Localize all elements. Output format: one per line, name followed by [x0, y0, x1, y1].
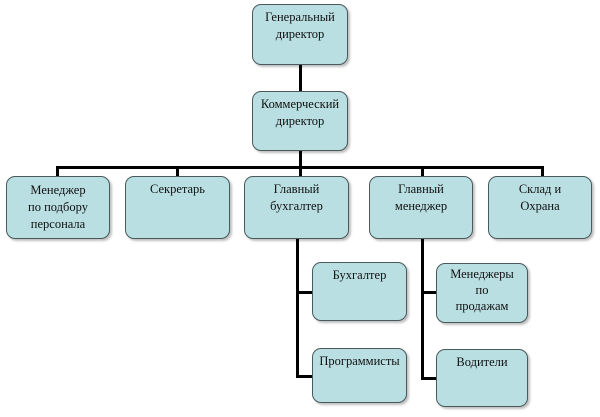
connector-commercial-down [299, 150, 302, 168]
node-warehouse-security-label: Склад и Охрана [518, 182, 562, 213]
node-chief-accountant: Главный бухгалтер [244, 176, 349, 239]
connector-to-accountant [296, 291, 313, 294]
connector-to-secretary [176, 166, 179, 177]
node-ceo-label: Генеральный директор [265, 10, 335, 41]
node-ceo: Генеральный директор [252, 4, 348, 65]
connector-manager-branch [421, 238, 424, 380]
connector-to-warehouse [541, 166, 544, 177]
node-chief-manager: Главный менеджер [369, 176, 473, 239]
node-drivers-label: Водители [456, 355, 508, 369]
connector-to-chief-manager [421, 166, 424, 177]
node-secretary: Секретарь [125, 176, 230, 239]
node-commercial-director-label: Коммерческий директор [260, 97, 340, 128]
connector-to-hr-manager [56, 166, 59, 177]
node-accountant-label: Бухгалтер [332, 268, 387, 282]
node-sales-managers-label: Менеджеры по продажам [450, 267, 514, 313]
node-warehouse-security: Склад и Охрана [488, 176, 592, 239]
node-hr-manager-label: Менеджер по подбору персонала [28, 183, 88, 231]
node-commercial-director: Коммерческий директор [252, 91, 348, 151]
node-sales-managers: Менеджеры по продажам [436, 263, 528, 323]
connector-to-drivers [421, 377, 437, 380]
node-drivers: Водители [436, 349, 528, 407]
node-secretary-label: Секретарь [149, 182, 206, 196]
connector-to-programmers [296, 375, 313, 378]
node-programmers: Программисты [312, 348, 407, 403]
node-programmers-label: Программисты [319, 354, 400, 368]
connector-to-sales-managers [421, 291, 437, 294]
node-accountant: Бухгалтер [312, 262, 407, 321]
node-hr-manager: Менеджер по подбору персонала [6, 176, 110, 239]
node-chief-accountant-label: Главный бухгалтер [270, 182, 323, 213]
connector-to-chief-accountant [299, 166, 302, 177]
node-chief-manager-label: Главный менеджер [394, 182, 448, 213]
connector-ceo-commercial [299, 64, 302, 92]
connector-accountant-branch [296, 238, 299, 378]
